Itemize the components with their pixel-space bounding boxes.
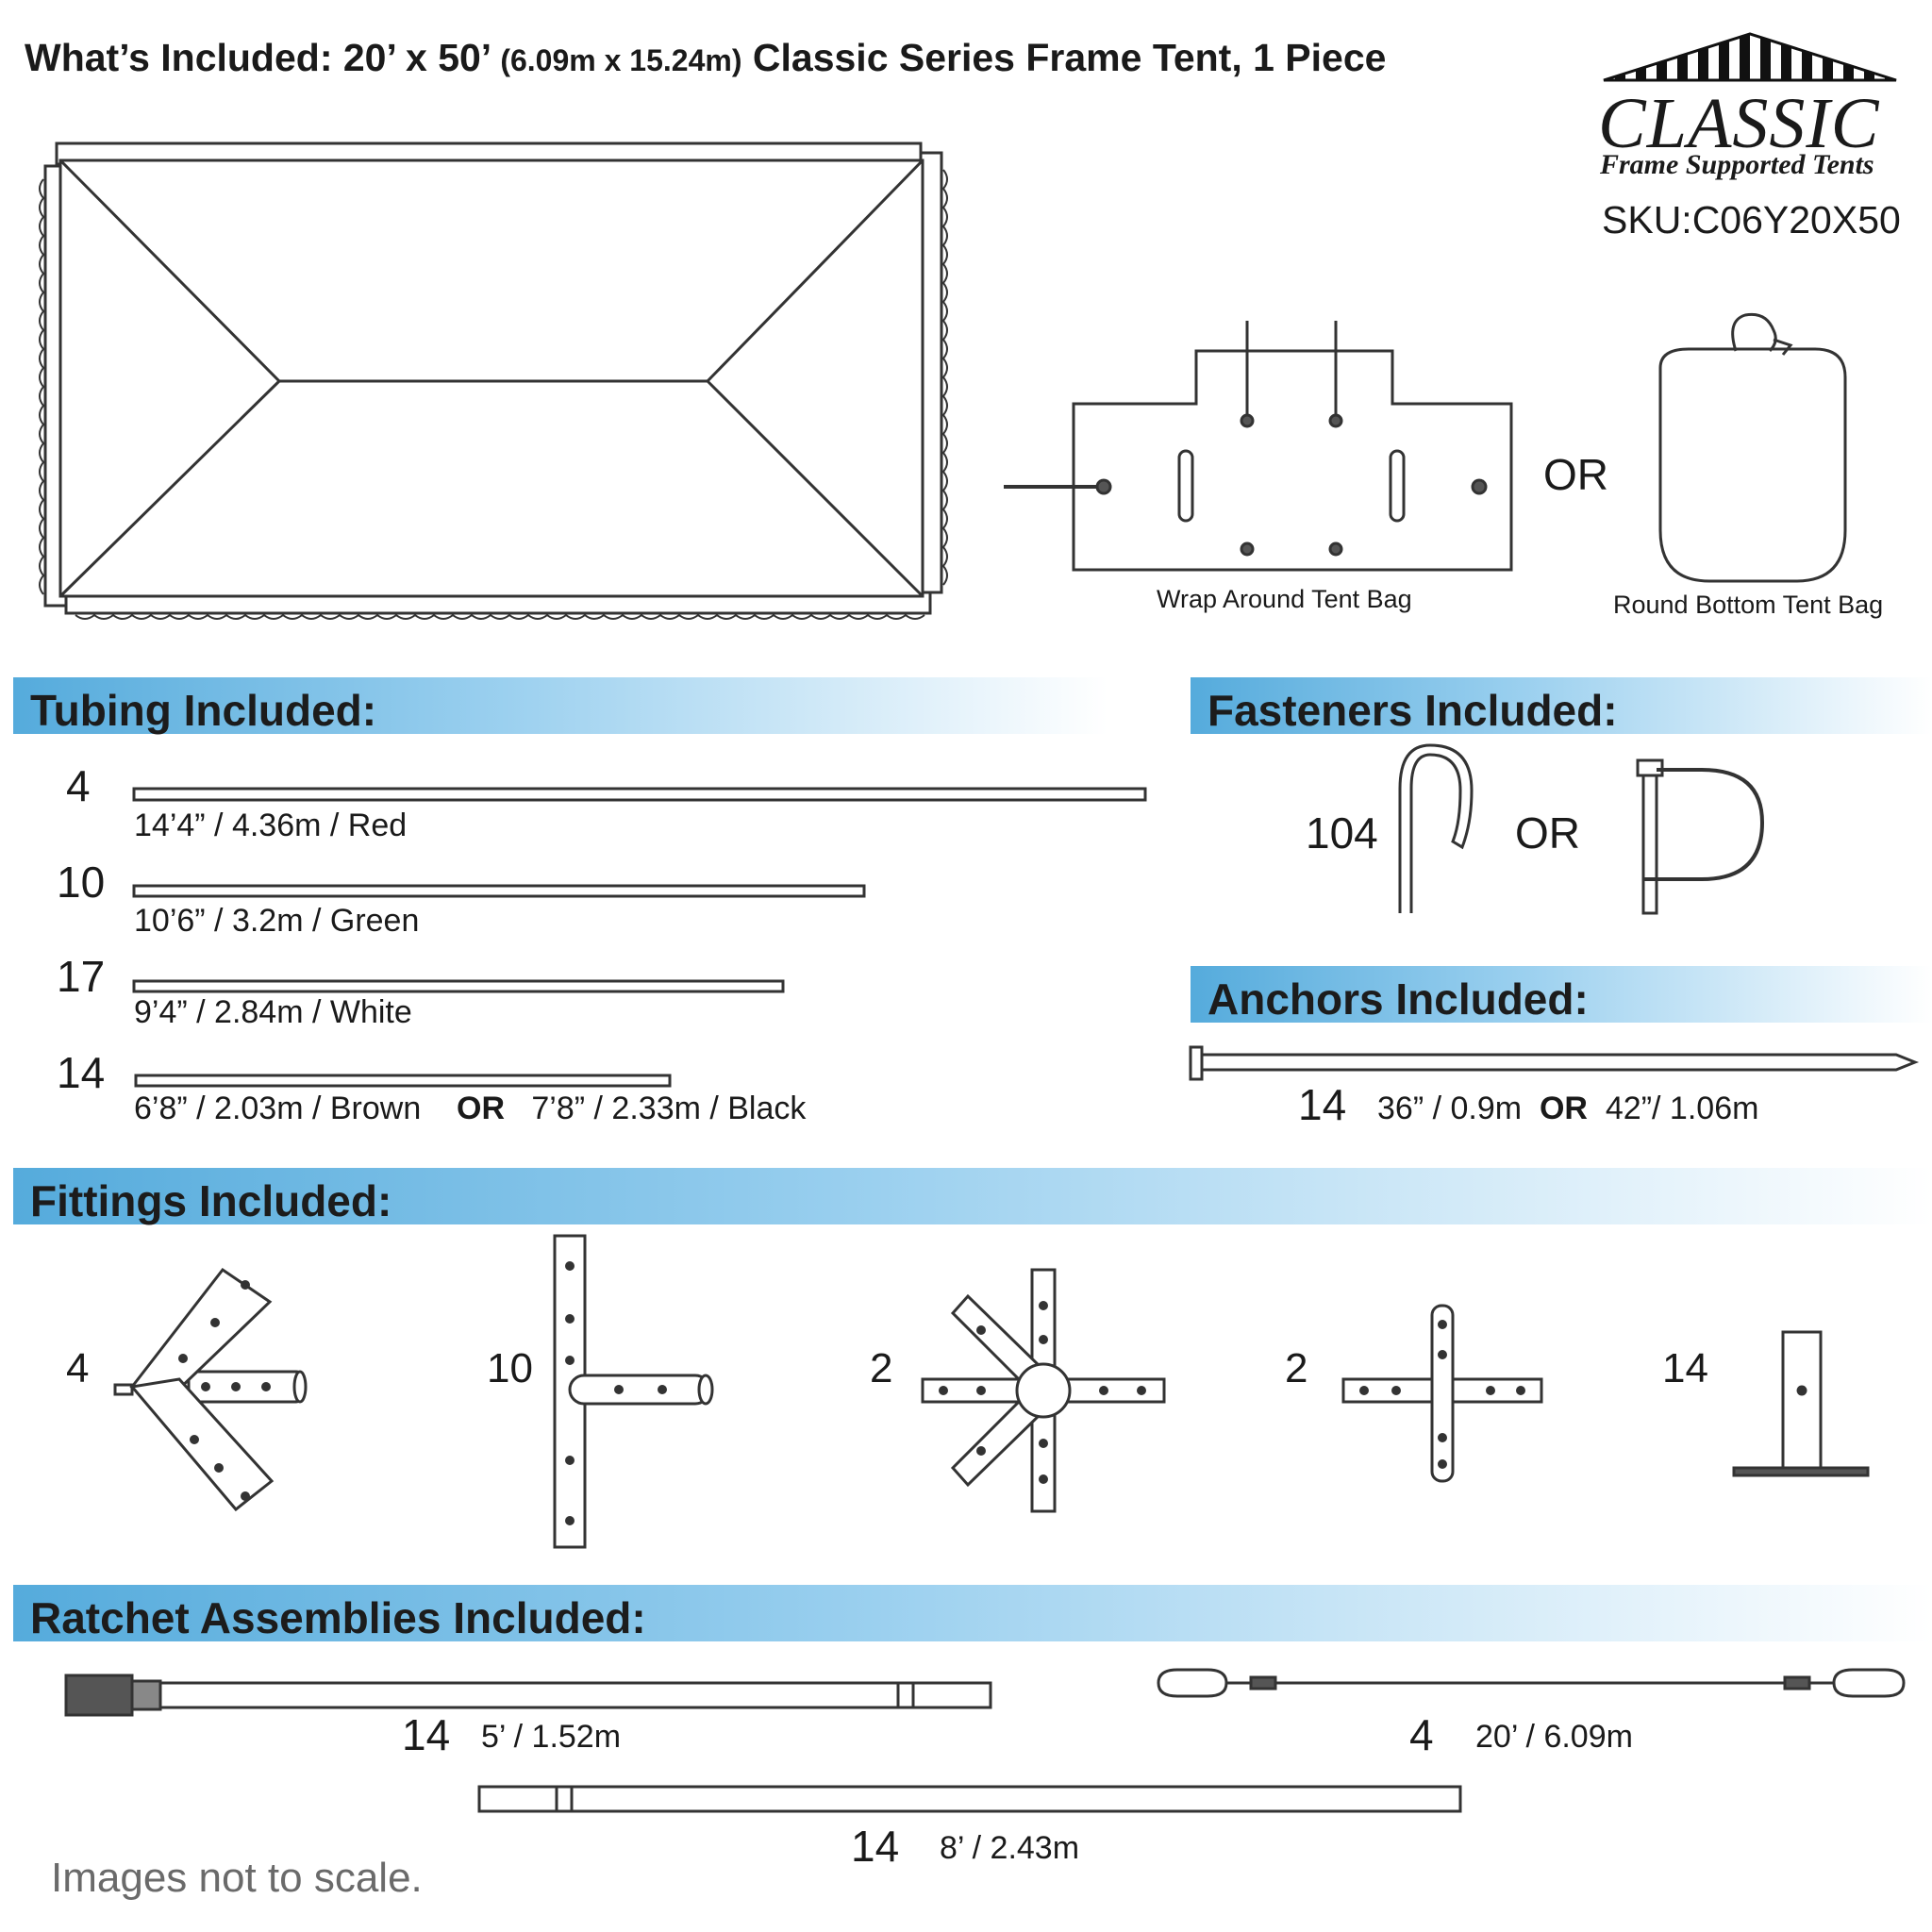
tubing-spec-with-alternative: 6’8” / 2.03m / Brown OR 7’8” / 2.33m / B… [134, 1091, 807, 1126]
section-fittings: Fittings Included: [13, 1168, 1932, 1225]
tubing-qty: 17 [57, 952, 106, 1001]
title-metric: (6.09m x 15.24m) [500, 43, 742, 77]
ratchet-spec: 8’ / 2.43m [940, 1830, 1080, 1866]
fitting-qty: 2 [1285, 1345, 1308, 1391]
anchors-spec: 36” / 0.9m OR 42”/ 1.06m [1377, 1091, 1759, 1126]
title-product: Classic Series Frame Tent, 1 Piece [752, 36, 1387, 79]
fitting-qty: 2 [870, 1345, 893, 1391]
sku-label: SKU:C06Y20X50 [1602, 198, 1901, 242]
page-title: What’s Included: 20’ x 50’ (6.09m x 15.2… [25, 36, 1386, 80]
tubing-qty: 10 [57, 858, 106, 907]
ratchet-qty: 4 [1409, 1710, 1434, 1759]
fittings-illustrations [113, 1234, 1870, 1549]
tubing-spec: 10’6” / 3.2m / Green [134, 903, 420, 939]
ratchet-qty: 14 [402, 1710, 451, 1759]
round-bag-label: Round Bottom Tent Bag [1613, 591, 1884, 619]
ratchet-illustrations [64, 1668, 1906, 1813]
logo-tagline: Frame Supported Tents [1600, 149, 1874, 180]
tubing-illustrations [132, 787, 1147, 1088]
ratchet-qty: 14 [851, 1822, 900, 1871]
tubing-spec: 14’4” / 4.36m / Red [134, 808, 408, 843]
footer-note: Images not to scale. [51, 1855, 423, 1901]
logo-wordmark: CLASSIC [1598, 84, 1880, 163]
section-anchors: Anchors Included: [1191, 966, 1932, 1024]
fitting-qty: 10 [487, 1345, 533, 1391]
title-main: What’s Included: 20’ x 50’ [25, 36, 490, 79]
tent-stripe-logo-icon [1603, 32, 1897, 82]
anchor-stake-illustration [1189, 1045, 1920, 1081]
fitting-qty: 14 [1662, 1345, 1708, 1391]
anchors-qty: 14 [1298, 1080, 1347, 1129]
tubing-qty: 14 [57, 1048, 106, 1097]
ratchet-spec: 20’ / 6.09m [1475, 1719, 1633, 1755]
wrap-around-tent-bag-illustration [1004, 321, 1513, 572]
ratchet-spec: 5’ / 1.52m [481, 1719, 622, 1755]
round-bottom-tent-bag-illustration [1658, 312, 1847, 583]
section-ratchets: Ratchet Assemblies Included: [13, 1585, 1932, 1642]
fasteners-or-label: OR [1515, 808, 1580, 858]
fastener-illustrations [1398, 743, 1765, 915]
fitting-qty: 4 [66, 1345, 90, 1391]
fasteners-qty: 104 [1306, 808, 1378, 858]
tent-top-view-illustration [39, 142, 948, 620]
section-fasteners: Fasteners Included: [1191, 677, 1932, 735]
tubing-spec: 9’4” / 2.84m / White [134, 994, 412, 1030]
bag-or-label: OR [1543, 450, 1608, 499]
tubing-qty: 4 [66, 761, 91, 810]
wrap-bag-label: Wrap Around Tent Bag [1157, 585, 1412, 613]
section-tubing: Tubing Included: [13, 677, 1108, 735]
